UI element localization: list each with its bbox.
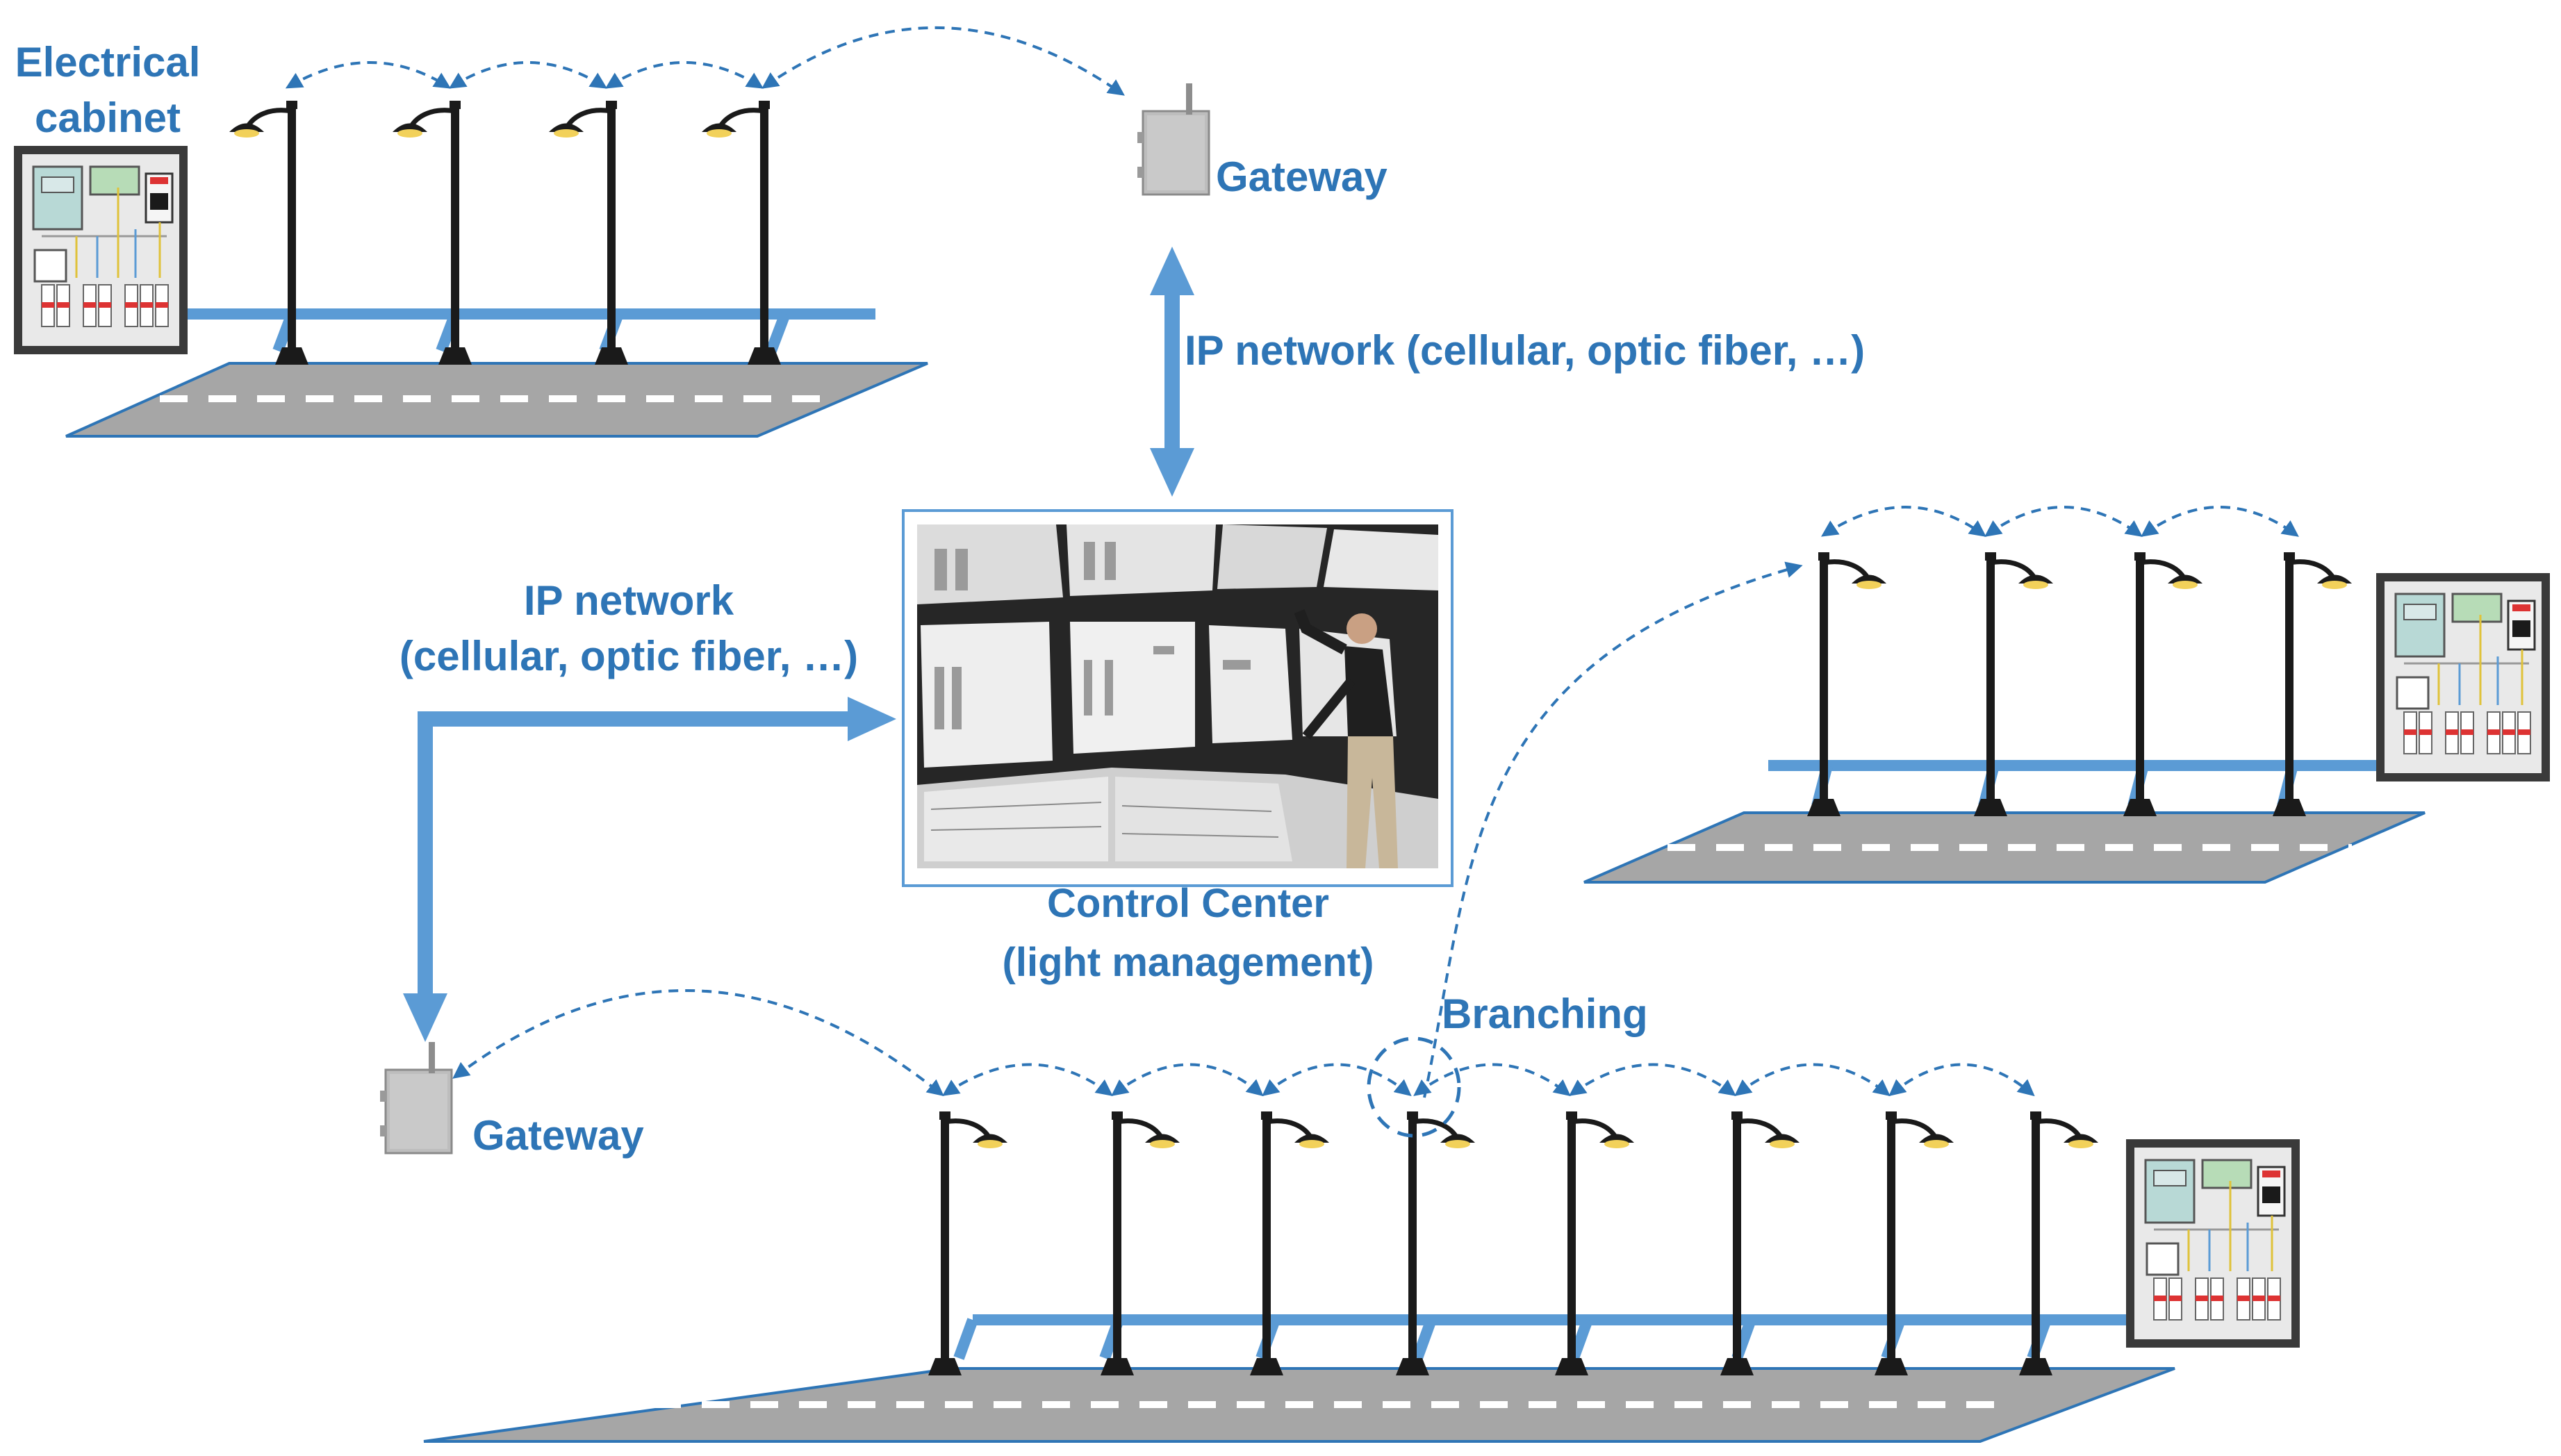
street-lamp-icon: [1396, 1111, 1475, 1375]
street-lamp-icon: [702, 101, 781, 365]
electrical-cabinet-label-line2: cabinet: [35, 94, 181, 141]
street-lamp-icon: [1720, 1111, 1800, 1375]
electrical-cabinet-label-line1: Electrical: [15, 39, 201, 85]
electrical-cabinet-icon: [2375, 572, 2551, 783]
ip-network-l-arrow: [403, 697, 896, 1042]
street-lamp-icon: [1250, 1111, 1329, 1375]
ip-network-left-label-line1: IP network: [524, 577, 734, 624]
branching-label: Branching: [1442, 991, 1648, 1037]
control-center-label-line2: (light management): [1003, 940, 1374, 985]
ip-network-vertical-arrow: [1150, 247, 1194, 497]
right-road: [1583, 811, 2426, 884]
street-lamp-icon: [393, 101, 472, 365]
gateway-box-icon: [1136, 82, 1210, 196]
right-street-segment: [1583, 506, 2551, 884]
street-lamp-icon: [229, 101, 308, 365]
bottom-street-segment: [379, 988, 2301, 1443]
street-lamp-icon: [1875, 1111, 1954, 1375]
gateway-bottom-label: Gateway: [472, 1112, 644, 1159]
control-center-photo: [902, 509, 1454, 887]
street-lamp-icon: [1555, 1111, 1634, 1375]
street-lamp-icon: [2019, 1111, 2098, 1375]
ip-network-top-label: IP network (cellular, optic fiber, …): [1185, 327, 1865, 374]
branching-marker: [1367, 1036, 1461, 1138]
branching-link: [1423, 561, 1803, 1098]
gateway-box-icon: [379, 1041, 453, 1155]
control-center-label-line1: Control Center: [1047, 881, 1329, 926]
ip-network-left-label-line2: (cellular, optic fiber, …): [400, 633, 858, 679]
top-street-segment: [13, 26, 1210, 438]
electrical-cabinet-icon: [2125, 1138, 2301, 1349]
electrical-cabinet-icon: [13, 144, 189, 356]
top-road: [65, 362, 928, 438]
gateway-top-label: Gateway: [1216, 154, 1387, 200]
